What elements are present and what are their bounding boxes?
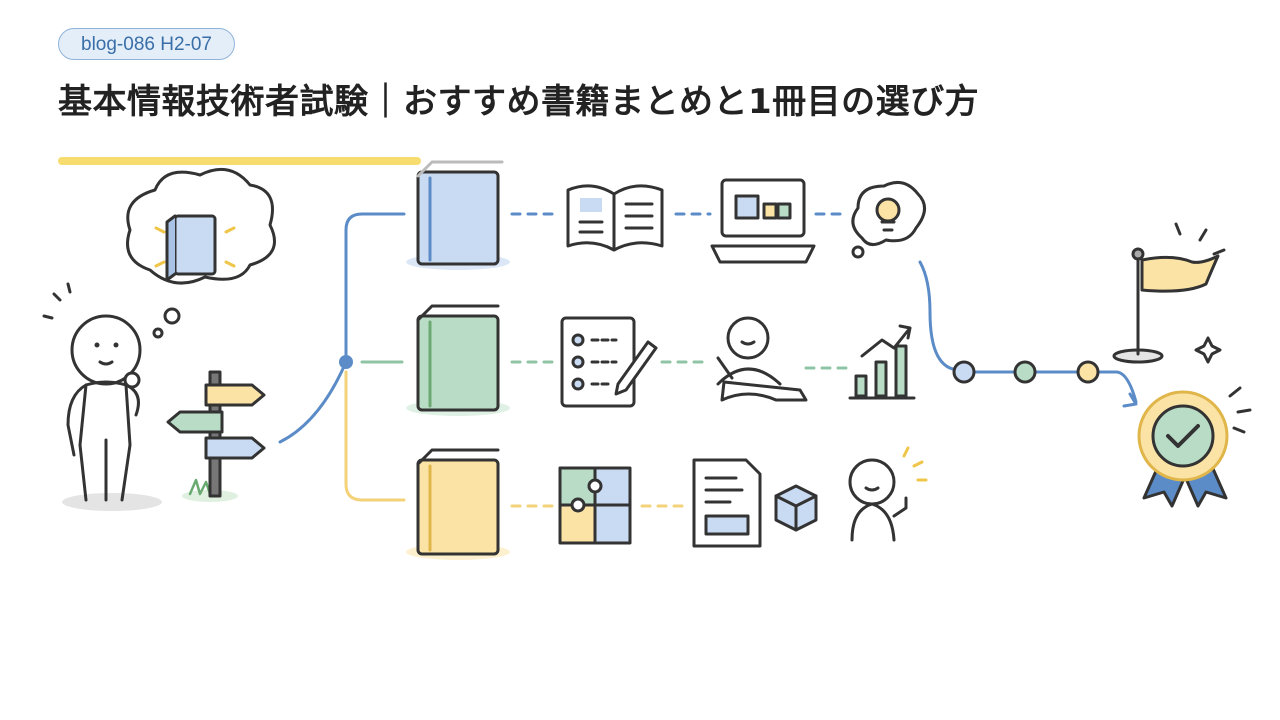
sparkle-icon bbox=[1194, 336, 1222, 364]
book-blue-icon bbox=[406, 160, 510, 270]
book-green-icon bbox=[406, 304, 510, 416]
thumbs-up-person-icon bbox=[848, 446, 928, 542]
branch-lines bbox=[278, 212, 406, 502]
article-tag: blog-086 H2-07 bbox=[58, 28, 235, 60]
goal-flag-icon bbox=[1112, 222, 1226, 364]
lightbulb-icon bbox=[851, 180, 926, 259]
thought-bubble-book-icon bbox=[126, 167, 276, 339]
puzzle-icon bbox=[558, 466, 632, 545]
goal-path bbox=[952, 360, 1138, 408]
curve-to-goal bbox=[918, 260, 962, 372]
book-yellow-icon bbox=[406, 448, 510, 560]
laptop-icon bbox=[710, 178, 816, 264]
checklist-icon bbox=[560, 316, 658, 408]
page-title: 基本情報技術者試験｜おすすめ書籍まとめと1冊目の選び方 bbox=[58, 82, 980, 122]
title-underline bbox=[58, 157, 421, 165]
award-medal-icon bbox=[1137, 386, 1252, 508]
thinking-person-icon bbox=[42, 282, 162, 511]
growth-chart-icon bbox=[848, 324, 916, 400]
signpost-icon bbox=[166, 370, 266, 502]
studying-person-icon bbox=[716, 316, 808, 402]
document-icon bbox=[692, 458, 762, 548]
cube-icon bbox=[774, 484, 818, 532]
open-book-icon bbox=[566, 184, 664, 252]
